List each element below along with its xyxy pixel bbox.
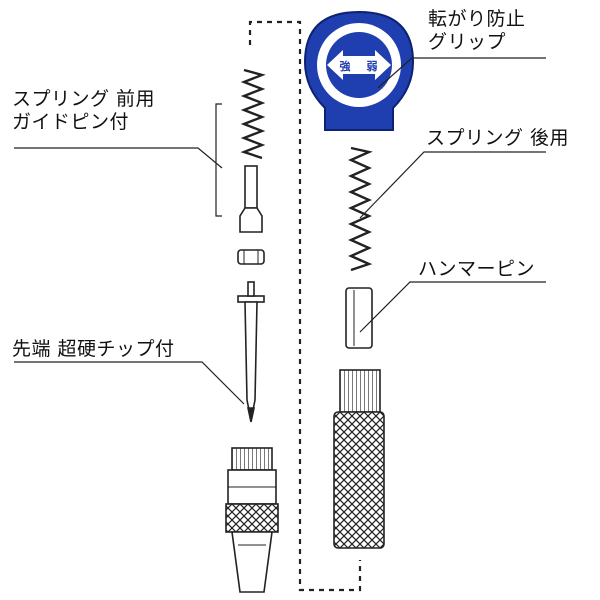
hammer-pin-label: ハンマーピン	[418, 258, 536, 280]
rear-spring-label: スプリング 後用	[426, 127, 570, 149]
rear-spring	[348, 146, 373, 272]
hammer-pin	[345, 287, 373, 349]
punch-pin	[237, 281, 265, 423]
front-spring	[240, 68, 266, 160]
strong-arrow-icon	[327, 50, 360, 80]
front-body	[225, 447, 279, 593]
grip-label: 転がり防止 グリップ	[428, 8, 526, 53]
rear-body	[333, 369, 385, 549]
front-spring-label: スプリング 前用 ガイドピン付	[12, 88, 156, 133]
grip-strong-label: 強	[340, 59, 351, 73]
pin-collar	[237, 249, 265, 265]
leader-lines	[14, 57, 546, 405]
guide-pin	[239, 165, 263, 233]
tip-label: 先端 超硬チップ付	[12, 338, 175, 360]
anti-roll-grip: 強 弱	[303, 10, 415, 131]
grip-weak-label: 弱	[367, 60, 378, 73]
weak-arrow-icon	[358, 50, 391, 80]
